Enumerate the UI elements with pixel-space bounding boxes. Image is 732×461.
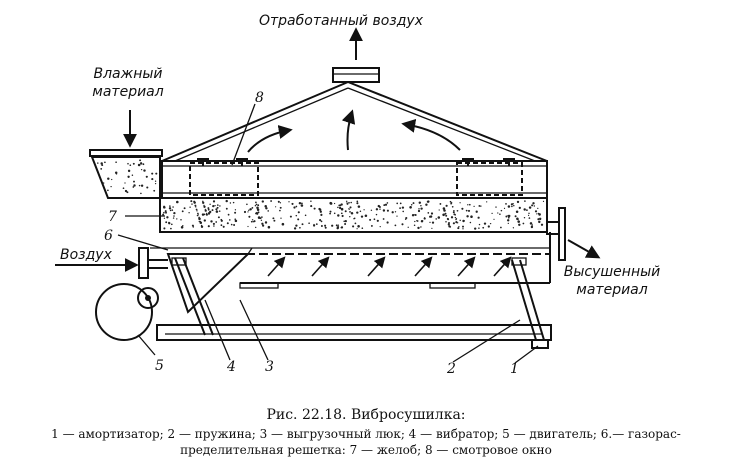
trough [159, 197, 566, 261]
figure-caption-title: Рис. 22.18. Вибросушилка: [266, 407, 466, 423]
trough-material [162, 199, 545, 230]
dried-material-label-1: Высушенный [564, 264, 661, 280]
wet-material-label-2: материал [92, 84, 163, 100]
dried-material-label-2: материал [576, 282, 647, 298]
motor [95, 283, 159, 341]
grid-air-arrows [267, 256, 512, 277]
lower-chamber [150, 232, 551, 289]
exhaust-air-label: Отработанный воздух [259, 13, 424, 29]
feed-hopper [89, 149, 163, 199]
spring-left [171, 257, 214, 336]
callout-3: 3 [265, 359, 274, 375]
figure-caption-line-1: 1 — амортизатор; 2 — пружина; 3 — выгруз… [51, 427, 681, 441]
air-in-label: Воздух [60, 247, 113, 263]
figure-caption-line-2: пределительная решетка: 7 — желоб; 8 — с… [180, 443, 552, 457]
upper-chamber [161, 160, 548, 199]
shock-absorber [531, 339, 549, 349]
internal-air-arrows [247, 109, 461, 153]
spring-right [511, 257, 545, 341]
hopper-material [97, 159, 158, 195]
callout-8: 8 [255, 90, 264, 106]
callout-2: 2 [446, 361, 456, 377]
callout-4: 4 [226, 359, 236, 375]
wet-material-label-1: Влажный [93, 66, 162, 82]
inspection-window-left [189, 158, 259, 196]
inspection-window-right [456, 158, 523, 196]
callout-7: 7 [108, 209, 117, 225]
exhaust-hood [161, 67, 548, 162]
vibro-dryer-diagram: Отработанный воздух Влажный материал Воз… [55, 13, 661, 377]
callout-5: 5 [155, 358, 164, 374]
callout-1: 1 [510, 361, 519, 377]
air-inlet-nozzle [138, 247, 168, 279]
leader-lines [117, 103, 539, 364]
dried-material-arrow [567, 239, 601, 259]
vibrator-body [166, 247, 253, 314]
callout-6: 6 [104, 228, 113, 244]
base-frame [156, 324, 552, 341]
